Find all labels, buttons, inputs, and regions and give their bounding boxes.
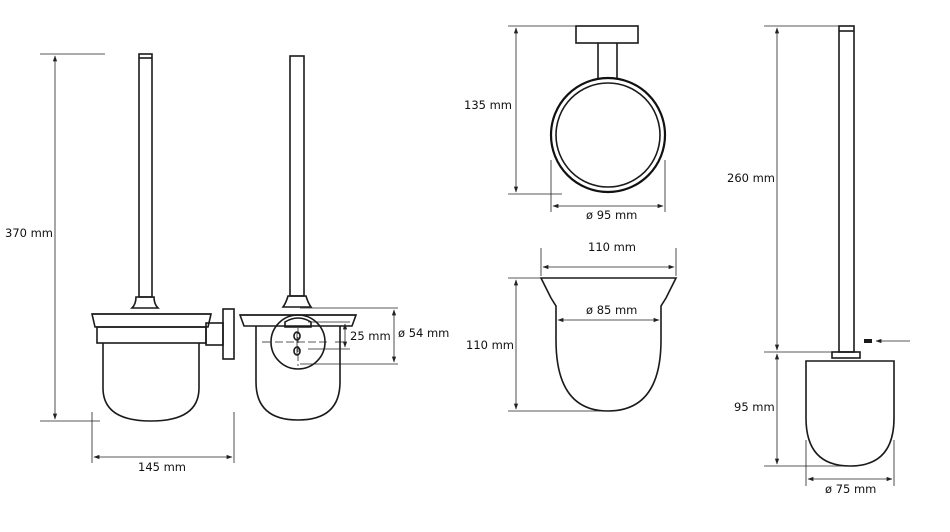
glass-cup: [102, 343, 200, 422]
ring-outer: [549, 76, 667, 194]
ring-inner: [555, 82, 661, 188]
overall-width-label: 145 mm: [138, 460, 186, 474]
glass-cup-view: 110 mm ø 85 mm 110 mm: [466, 240, 678, 412]
ring-height-label: 135 mm: [464, 98, 512, 112]
holder-rim: [90, 313, 213, 328]
rosette-diameter-label: ø 54 mm: [398, 326, 449, 340]
brush-view-handle: [838, 25, 855, 353]
side-holder-rim: [238, 314, 358, 327]
overall-height-label: 370 mm: [5, 226, 53, 240]
cup-outline: [539, 277, 678, 412]
side-view: 25 mm ø 54 mm: [238, 55, 449, 421]
handle-collar: [130, 296, 160, 309]
side-brush-handle: [289, 55, 305, 297]
ring-wall-plate: [575, 25, 639, 44]
brush-head-diameter-label: ø 75 mm: [825, 482, 876, 496]
ring-diameter-label: ø 95 mm: [586, 208, 637, 222]
wall-rosette: [222, 308, 235, 360]
ring-holder-view: 135 mm ø 95 mm: [464, 25, 667, 222]
brush-head-height-label: 95 mm: [734, 400, 775, 414]
front-view: 370 mm 145 mm: [5, 53, 235, 474]
brush-view: 260 mm 95 mm ø 75 mm: [727, 25, 910, 496]
brush-handle: [138, 53, 153, 298]
spare-part-marker: [864, 339, 872, 343]
cup-inner-diameter-label: ø 85 mm: [586, 303, 637, 317]
cup-width-label: 110 mm: [588, 240, 636, 254]
cup-height-label: 110 mm: [466, 338, 514, 352]
holder-band: [96, 326, 207, 344]
brush-head: [805, 360, 895, 467]
side-glass-cup: [255, 326, 341, 421]
handle-length-label: 260 mm: [727, 171, 775, 185]
bowl-height-label: 25 mm: [350, 329, 391, 343]
brush-view-collar: [831, 351, 861, 359]
